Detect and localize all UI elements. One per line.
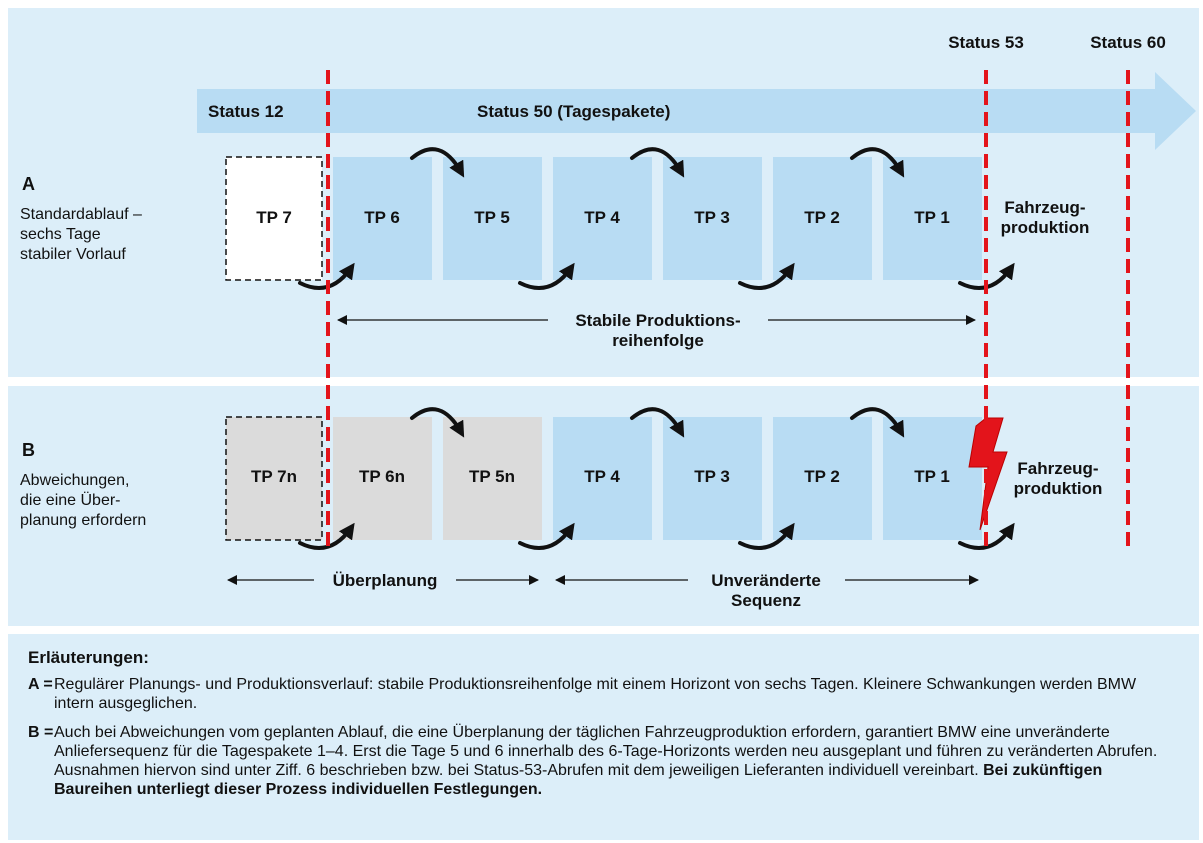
box-b-tp7n — [225, 416, 323, 541]
status-53-label: Status 53 — [948, 33, 1024, 52]
box-a-tp4 — [553, 157, 652, 280]
section-a-production-line2: produktion — [1001, 218, 1090, 237]
span-label-b-left: Überplanung — [333, 571, 438, 590]
legend-title: Erläuterungen: — [28, 648, 149, 667]
box-b-tp7n-label: TP 7n — [251, 467, 297, 486]
section-b-desc-line2: die eine Über- — [20, 491, 121, 509]
box-a-tp3-label: TP 3 — [694, 208, 730, 227]
section-a-desc-line1: Standardablauf – — [20, 206, 142, 223]
legend-item-a-text: Regulärer Planungs- und Produktionsverla… — [54, 675, 1179, 713]
span-label-b-right-line2: Sequenz — [731, 591, 801, 610]
box-b-tp2-label: TP 2 — [804, 467, 840, 486]
box-b-tp5n-label: TP 5n — [469, 467, 515, 486]
curved-arrow-icon — [738, 522, 795, 550]
section-a-production-line1: Fahrzeug- — [1004, 198, 1085, 217]
box-a-tp7 — [225, 156, 323, 281]
section-b-desc-line1: Abweichungen, — [20, 472, 129, 489]
curved-arrow-icon — [518, 522, 575, 550]
legend-item-b-text: Auch bei Abweichungen vom geplanten Abla… — [54, 723, 1179, 799]
curved-arrow-icon — [518, 262, 575, 290]
section-a-desc-line2: sechs Tage — [20, 226, 101, 243]
curved-arrow-icon — [630, 147, 685, 178]
box-b-tp4 — [553, 417, 652, 540]
legend-item-b-body: Auch bei Abweichungen vom geplanten Abla… — [54, 724, 1158, 779]
box-a-tp5-label: TP 5 — [474, 208, 510, 227]
status-50-label: Status 50 (Tagespakete) — [477, 102, 670, 121]
legend-item-a-key: A = — [28, 676, 53, 693]
legend-panel: Erläuterungen: A = Regulärer Planungs- u… — [8, 634, 1199, 840]
span-label-a-line1: Stabile Produktions- — [575, 311, 740, 330]
section-b-production-line1: Fahrzeug- — [1017, 459, 1098, 478]
box-a-tp6-label: TP 6 — [364, 208, 400, 227]
box-b-tp2 — [773, 417, 872, 540]
legend-item-b-emphasis: Bei zukünftigen Baureihen unterliegt die… — [54, 762, 1103, 798]
box-b-tp4-label: TP 4 — [584, 467, 620, 486]
section-a-letter: A — [22, 174, 35, 194]
section-a-desc-line3: stabiler Vorlauf — [20, 246, 126, 263]
box-a-tp2-label: TP 2 — [804, 208, 840, 227]
curved-arrow-icon — [958, 522, 1015, 550]
legend-item-b: B = Auch bei Abweichungen vom geplanten … — [28, 723, 1179, 799]
box-b-tp1-label: TP 1 — [914, 467, 950, 486]
curved-arrow-icon — [298, 522, 355, 550]
box-a-tp6 — [333, 157, 432, 280]
section-b-desc-line3: planung erfordern — [20, 512, 146, 529]
curved-arrow-icon — [850, 147, 905, 178]
box-a-tp2 — [773, 157, 872, 280]
legend-item-a-body: Regulärer Planungs- und Produktionsverla… — [54, 676, 1137, 712]
span-label-a-line2: reihenfolge — [612, 331, 704, 350]
curved-arrow-icon — [738, 262, 795, 290]
curved-arrow-icon — [410, 147, 465, 178]
status-band-arrow — [197, 72, 1196, 150]
curved-arrow-icon — [630, 407, 685, 438]
box-b-tp3-label: TP 3 — [694, 467, 730, 486]
status-60-label: Status 60 — [1090, 33, 1166, 52]
span-label-b-right-line1: Unveränderte — [711, 571, 821, 590]
box-b-tp6n-label: TP 6n — [359, 467, 405, 486]
status-12-label: Status 12 — [208, 102, 284, 121]
legend-item-a: A = Regulärer Planungs- und Produktionsv… — [28, 675, 1179, 713]
box-a-tp4-label: TP 4 — [584, 208, 620, 227]
curved-arrow-icon — [850, 407, 905, 438]
box-a-tp7-label: TP 7 — [256, 208, 292, 227]
curved-arrow-icon — [410, 407, 465, 438]
section-b-letter: B — [22, 440, 35, 460]
legend-item-b-key: B = — [28, 724, 54, 741]
box-b-tp6n — [333, 417, 432, 540]
section-b-production-line2: produktion — [1014, 479, 1103, 498]
box-a-tp1-label: TP 1 — [914, 208, 950, 227]
